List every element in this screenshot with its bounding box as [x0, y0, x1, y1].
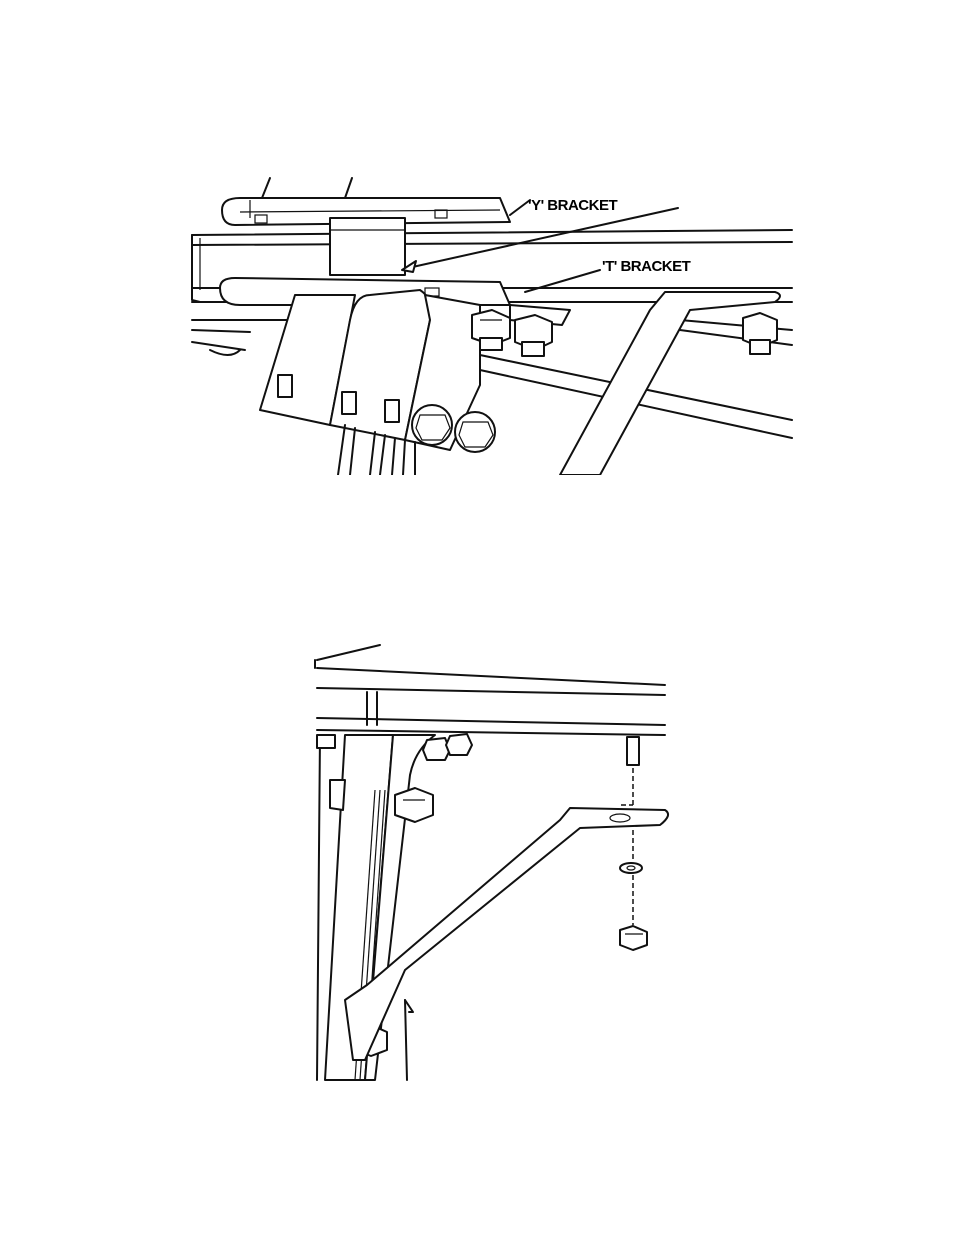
bolt-icon	[412, 405, 452, 445]
washer	[620, 830, 642, 925]
nut-icon	[515, 315, 552, 356]
y-bracket-leader	[510, 200, 530, 215]
y-bracket-label: 'Y' BRACKET	[528, 197, 617, 214]
top-assembly-figure: 'Y' BRACKET 'T' BRACKET	[180, 170, 800, 475]
t-bracket-label: 'T' BRACKET	[602, 258, 691, 275]
nut-icon	[317, 735, 335, 748]
bracket-assembly-drawing: 'Y' BRACKET 'T' BRACKET	[180, 170, 800, 475]
nut-icon	[423, 738, 450, 760]
brace-install-drawing	[305, 640, 675, 1085]
bottom-assembly-figure	[305, 640, 675, 1085]
hanger-plates	[260, 290, 480, 475]
y-bracket	[222, 178, 510, 275]
stud	[621, 737, 639, 805]
bolt-icon	[455, 412, 495, 452]
nut	[620, 926, 647, 950]
nut-icon	[446, 734, 472, 755]
nut-icon	[743, 313, 777, 354]
bolt-icon	[395, 788, 433, 822]
frame-rails	[315, 645, 665, 735]
